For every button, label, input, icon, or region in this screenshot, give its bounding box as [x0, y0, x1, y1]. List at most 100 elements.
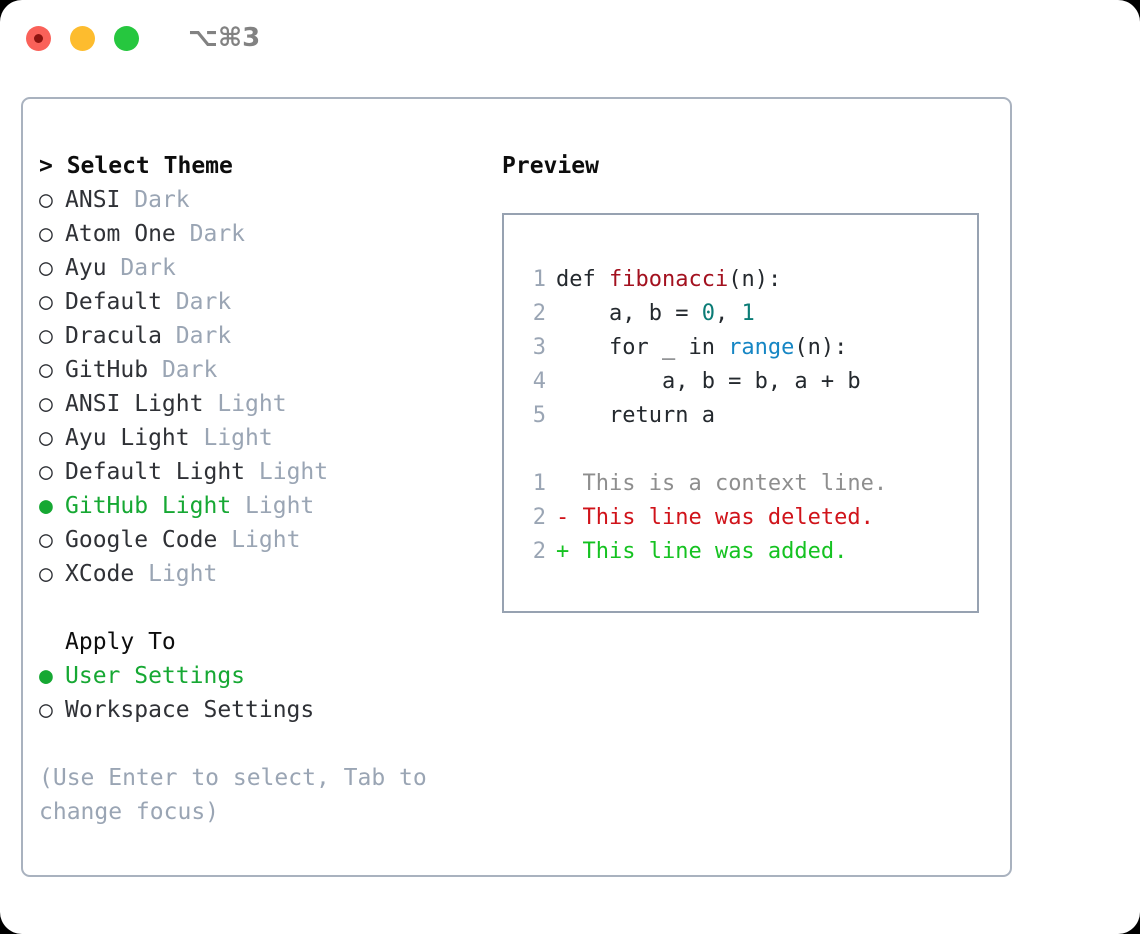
- radio-selected-icon: ●: [39, 493, 53, 519]
- diff-text: This line was added.: [569, 539, 848, 564]
- theme-list-item[interactable]: ○ Ayu Light Light: [39, 421, 469, 455]
- code-token: return a: [556, 403, 715, 428]
- line-number: 1: [532, 471, 546, 496]
- theme-variant-badge: Light: [203, 425, 273, 451]
- line-number: 5: [532, 403, 546, 428]
- theme-list-item[interactable]: ○ XCode Light: [39, 557, 469, 591]
- keyboard-shortcut-label: ⌥⌘3: [188, 23, 261, 53]
- keyboard-hint-text: (Use Enter to select, Tab to change focu…: [39, 765, 427, 825]
- diff-marker: [556, 471, 569, 496]
- diff-line: 2- This line was deleted.: [524, 501, 977, 535]
- diff-marker: +: [556, 539, 570, 564]
- code-token: fibonacci: [608, 267, 729, 292]
- apply-to-item[interactable]: ○ Workspace Settings: [39, 693, 469, 727]
- theme-name-label: Google Code: [65, 527, 218, 553]
- theme-variant-badge: Dark: [120, 255, 176, 281]
- theme-name-label: Dracula: [65, 323, 162, 349]
- apply-to-item[interactable]: ● User Settings: [39, 659, 469, 693]
- theme-variant-badge: Light: [148, 561, 218, 587]
- title-bar: ⌥⌘3: [0, 0, 1140, 76]
- radio-unselected-icon: ○: [39, 697, 53, 723]
- preview-gap: [524, 433, 977, 467]
- theme-variant-badge: Light: [245, 493, 315, 519]
- apply-to-list: ● User Settings ○ Workspace Settings: [39, 659, 469, 727]
- window-controls: [26, 25, 139, 51]
- code-token: 1: [741, 301, 755, 326]
- radio-unselected-icon: ○: [39, 357, 53, 383]
- theme-list-item[interactable]: ● GitHub Light Light: [39, 489, 469, 523]
- main-panel: > Select Theme ○ANSI Dark○Atom One Dark○…: [21, 97, 1012, 877]
- diff-sample-block: 1 This is a context line.2- This line wa…: [524, 467, 977, 569]
- theme-variant-badge: Dark: [189, 221, 246, 247]
- radio-unselected-icon: ○: [39, 459, 53, 485]
- theme-list: ○ANSI Dark○Atom One Dark○Ayu Dark○Defaul…: [39, 183, 469, 591]
- theme-variant-badge: Light: [258, 459, 329, 485]
- code-line: 3 for _ in range(n):: [524, 331, 977, 365]
- theme-name-label: XCode: [65, 561, 135, 587]
- theme-name-label: Default Light: [65, 459, 246, 485]
- theme-name-label: Atom One: [65, 221, 176, 247]
- theme-name-label: ANSI Light: [65, 391, 204, 417]
- theme-list-item[interactable]: ○ ANSI Dark: [39, 183, 469, 217]
- line-number: 2: [532, 539, 546, 564]
- theme-list-item[interactable]: ○ ANSI Light Light: [39, 387, 469, 421]
- close-dot-icon: [34, 33, 43, 43]
- theme-name-label: GitHub Light: [65, 493, 232, 519]
- close-button-icon[interactable]: [26, 25, 51, 51]
- line-number: 4: [532, 369, 546, 394]
- line-number: 2: [532, 301, 546, 326]
- theme-selector-column: > Select Theme ○ANSI Dark○Atom One Dark○…: [39, 149, 469, 829]
- radio-unselected-icon: ○: [39, 561, 53, 587]
- radio-unselected-icon: ○: [39, 187, 53, 213]
- theme-variant-badge: Light: [217, 391, 287, 417]
- theme-name-label: ANSI: [65, 187, 121, 213]
- theme-list-item[interactable]: ○ Dracula Dark: [39, 319, 469, 353]
- list-spacer: [39, 591, 469, 625]
- maximize-button-icon[interactable]: [114, 25, 139, 51]
- radio-unselected-icon: ○: [39, 289, 53, 315]
- minimize-button-icon[interactable]: [70, 25, 95, 51]
- apply-to-label: User Settings: [65, 663, 246, 689]
- theme-variant-badge: Dark: [175, 323, 232, 349]
- theme-variant-badge: Dark: [175, 289, 232, 315]
- code-token: (n):: [728, 267, 782, 292]
- theme-name-label: Ayu Light: [65, 425, 190, 451]
- diff-line: 2 + This line was added.: [524, 535, 977, 569]
- theme-variant-badge: Light: [231, 527, 301, 553]
- radio-unselected-icon: ○: [39, 221, 53, 247]
- theme-list-item[interactable]: ○ GitHub Dark: [39, 353, 469, 387]
- line-number: 2: [532, 505, 546, 530]
- radio-selected-icon: ●: [39, 663, 53, 689]
- theme-name-label: GitHub: [65, 357, 149, 383]
- radio-unselected-icon: ○: [39, 425, 53, 451]
- theme-name-label: Ayu: [65, 255, 107, 281]
- theme-list-item[interactable]: ○ Default Light Light: [39, 455, 469, 489]
- radio-unselected-icon: ○: [39, 391, 53, 417]
- code-token: for _ in: [556, 335, 729, 360]
- diff-text: This is a context line.: [569, 471, 888, 496]
- code-token: a, b = b, a + b: [556, 369, 861, 394]
- code-line: 5 return a: [524, 399, 977, 433]
- theme-list-item[interactable]: ○ Ayu Dark: [39, 251, 469, 285]
- code-token: a, b =: [556, 301, 702, 326]
- panel-columns: > Select Theme ○ANSI Dark○Atom One Dark○…: [23, 99, 1010, 875]
- theme-variant-badge: Dark: [134, 187, 190, 213]
- theme-list-item[interactable]: ○Default Dark: [39, 285, 469, 319]
- theme-variant-badge: Dark: [161, 357, 218, 383]
- diff-marker: -: [556, 505, 570, 530]
- theme-list-item[interactable]: ○Google Code Light: [39, 523, 469, 557]
- radio-unselected-icon: ○: [39, 255, 53, 281]
- apply-to-header: Apply To: [65, 629, 176, 655]
- code-token: range: [728, 335, 795, 360]
- code-token: ,: [714, 301, 742, 326]
- theme-list-item[interactable]: ○ Atom One Dark: [39, 217, 469, 251]
- diff-line: 1 This is a context line.: [524, 467, 977, 501]
- radio-unselected-icon: ○: [39, 323, 53, 349]
- apply-to-label: Workspace Settings: [65, 697, 315, 723]
- code-line: 2 a, b = 0, 1: [524, 297, 977, 331]
